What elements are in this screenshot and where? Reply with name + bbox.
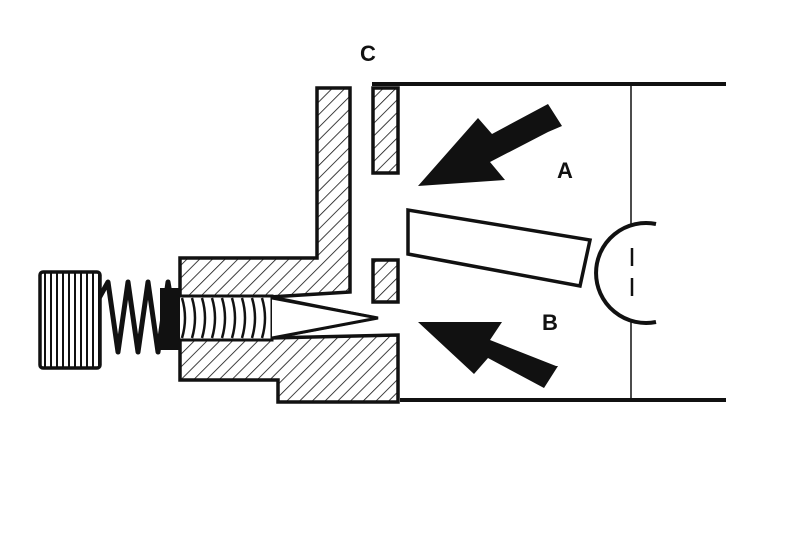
- lower-seat-block: [371, 258, 400, 304]
- valve-body-hatched: [178, 86, 400, 404]
- label-b: B: [542, 310, 558, 335]
- upper-seat-block: [371, 86, 400, 175]
- flow-arrow-b: [418, 322, 558, 388]
- flapper-arm: [406, 207, 593, 289]
- pivot-half-circle: [594, 221, 657, 325]
- spring-collar: [160, 288, 180, 350]
- label-a: A: [557, 158, 573, 183]
- threaded-needle: [174, 294, 379, 342]
- adjustment-knob[interactable]: [38, 270, 102, 370]
- flow-arrow-a: [418, 104, 562, 186]
- label-c: C: [360, 41, 376, 66]
